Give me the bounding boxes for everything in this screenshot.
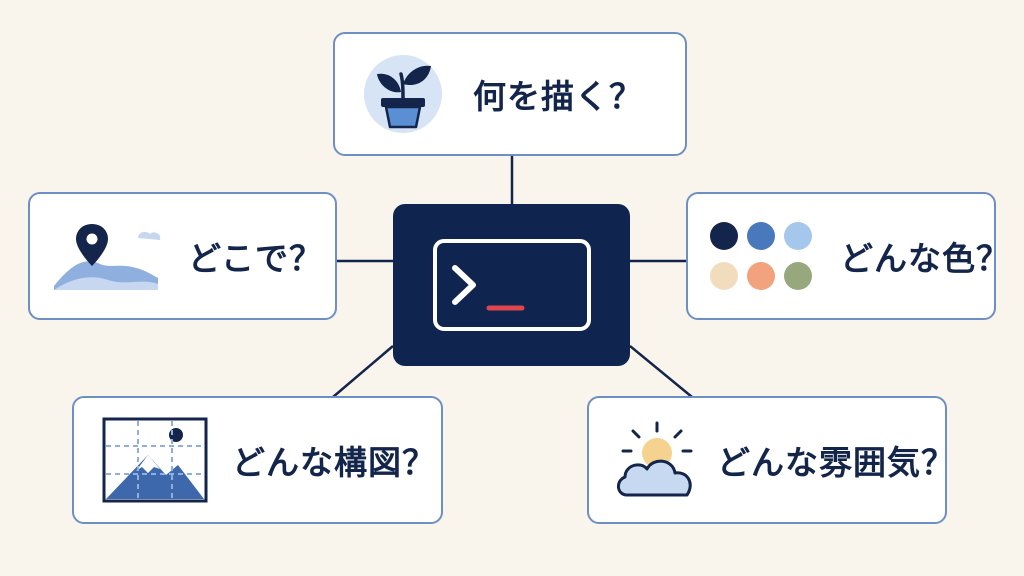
composition-grid-icon [102,417,208,503]
terminal-prompt-icon [432,239,591,331]
node-mood-label: どんな雰囲気？ [717,443,955,482]
node-composition: どんな構図？ [72,396,443,524]
node-mood: どんな雰囲気？ [587,396,954,524]
center-terminal-node [393,204,630,366]
potted-plant-icon [364,55,442,133]
node-color: どんな色？ [686,192,1009,320]
node-what-label: 何を描く？ [473,77,643,116]
node-where-label: どこで？ [188,239,324,278]
connector-mood [629,345,693,398]
sun-cloud-icon [617,421,693,497]
color-palette-dots-icon [710,222,812,290]
node-where: どこで？ [28,192,337,320]
node-color-label: どんな色？ [840,239,1010,278]
connector-composition [332,345,394,398]
node-what-to-draw: 何を描く？ [333,32,687,156]
map-pin-landscape-icon [54,224,161,290]
node-composition-label: どんな構図？ [232,443,436,482]
